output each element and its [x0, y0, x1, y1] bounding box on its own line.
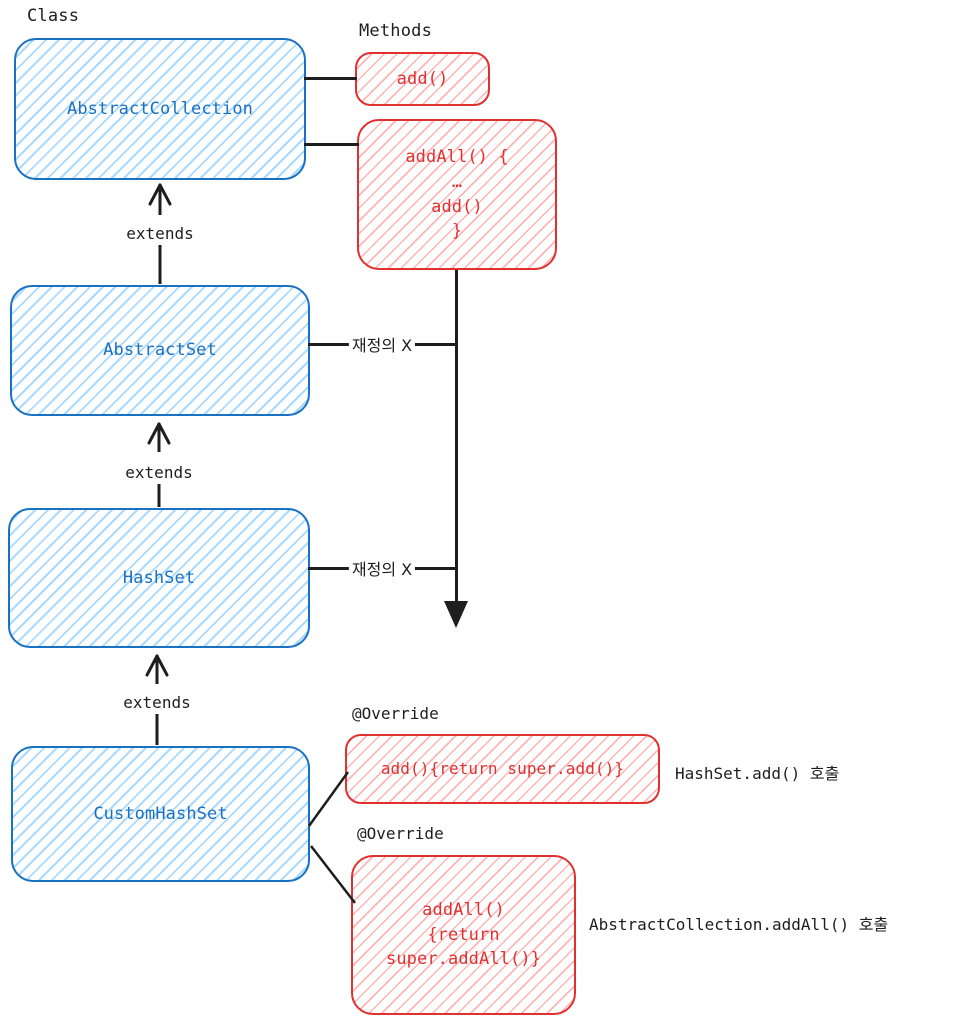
method-box-addall[interactable]: addAll() { … add() } — [357, 119, 557, 270]
caption-methods-column: Methods — [359, 21, 433, 41]
class-box-abstractcollection[interactable]: AbstractCollection — [14, 38, 306, 180]
edge-label-extends-1: extends — [119, 222, 201, 245]
annotation-abstractcollection-addall-call: AbstractCollection.addAll() 호출 — [589, 915, 889, 934]
connector-customhashset-override-add — [307, 771, 350, 827]
connector-abstractcollection-add — [304, 77, 357, 80]
note-no-override-abstractset: 재정의 X — [348, 332, 416, 356]
method-box-override-add[interactable]: add(){return super.add()} — [345, 734, 660, 804]
callflow-arrow-shaft — [455, 270, 458, 618]
connector-customhashset-override-addall — [310, 845, 356, 904]
method-box-override-addall[interactable]: addAll() {return super.addAll()} — [351, 855, 576, 1015]
override-tag-add: @Override — [352, 704, 439, 723]
edge-label-extends-3: extends — [116, 691, 198, 714]
edge-label-extends-2: extends — [118, 461, 200, 484]
note-no-override-hashset: 재정의 X — [348, 556, 416, 580]
caption-class-column: Class — [27, 6, 80, 26]
class-box-abstractset[interactable]: AbstractSet — [10, 285, 310, 416]
class-box-customhashset[interactable]: CustomHashSet — [11, 746, 310, 882]
class-box-hashset[interactable]: HashSet — [8, 508, 310, 648]
method-box-add[interactable]: add() — [355, 52, 490, 106]
connector-abstractcollection-addall — [304, 143, 359, 146]
override-tag-addall: @Override — [357, 824, 444, 843]
annotation-hashset-add-call: HashSet.add() 호출 — [675, 764, 840, 783]
